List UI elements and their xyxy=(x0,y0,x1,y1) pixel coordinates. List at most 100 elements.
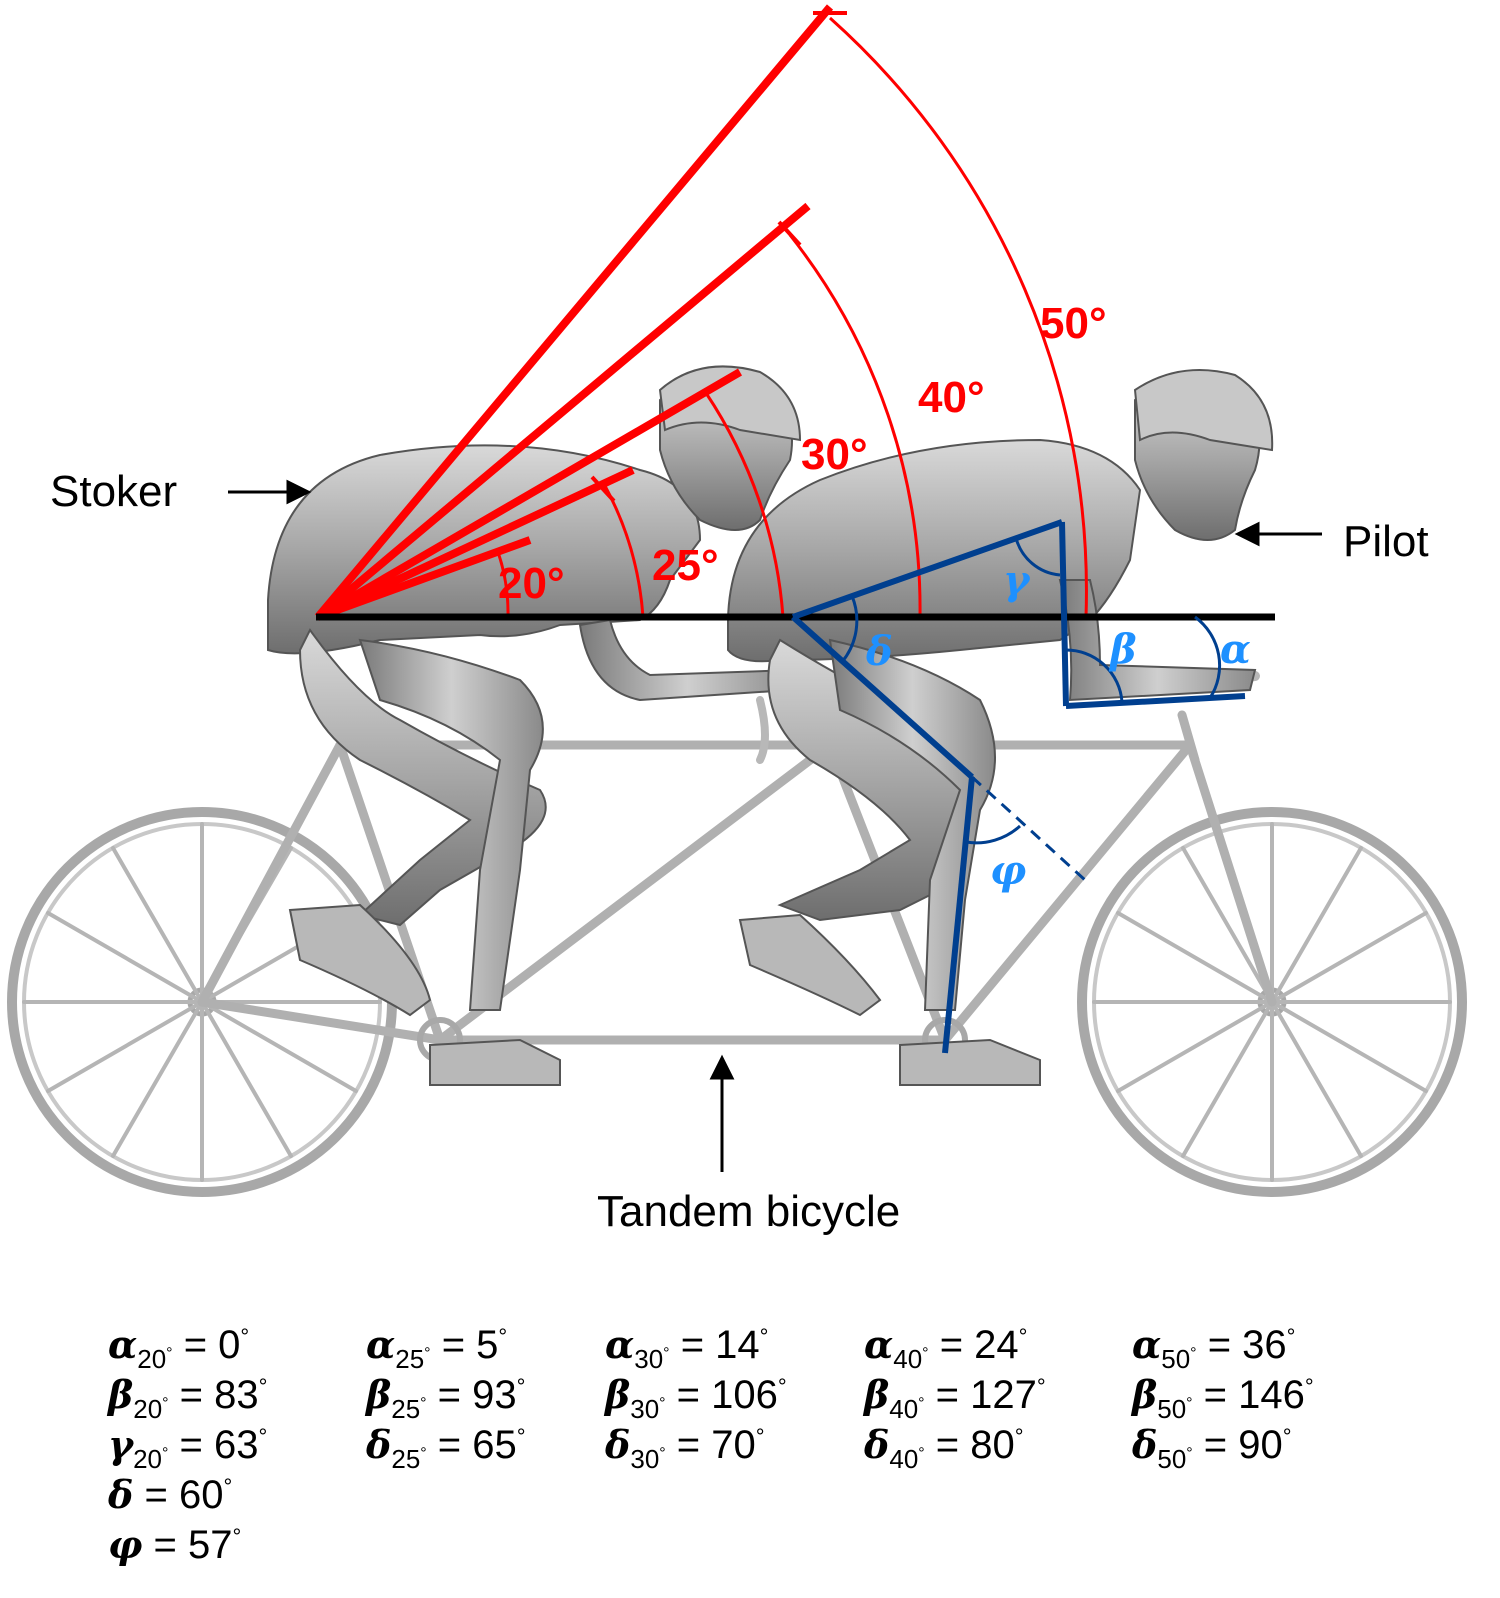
equation-line: φ = 57° xyxy=(108,1522,242,1567)
equation-value: = 65 xyxy=(426,1423,517,1467)
equation-value: = 63 xyxy=(168,1423,259,1467)
equation-line: β30° = 106° xyxy=(605,1372,787,1424)
angle-label-50: 50° xyxy=(1040,299,1107,348)
equation-line: β40° = 127° xyxy=(864,1372,1046,1424)
label-gamma: γ xyxy=(1003,557,1031,604)
label-alpha: α xyxy=(1220,626,1251,673)
equation-value: = 0 xyxy=(172,1323,241,1367)
equation-subscript: 40° xyxy=(889,1444,925,1474)
equation-value: = 5 xyxy=(430,1323,499,1367)
arc-delta xyxy=(840,595,859,663)
front-wheel xyxy=(1077,807,1467,1197)
arc-30 xyxy=(704,392,785,618)
equation-symbol: β xyxy=(108,1372,134,1417)
equation-symbol: β xyxy=(366,1372,392,1417)
pilot-thigh-line xyxy=(791,614,974,780)
equation-subscript: 30° xyxy=(630,1444,666,1474)
equation-symbol: δ xyxy=(605,1422,631,1467)
pilot-shank-line xyxy=(942,776,975,1054)
arc-25 xyxy=(602,483,645,618)
equation-symbol: α xyxy=(864,1322,894,1367)
equation-symbol: δ xyxy=(864,1422,890,1467)
equation-value: = 36 xyxy=(1196,1323,1287,1367)
torso-angle-overlay xyxy=(314,4,1088,621)
equation-subscript: 25° xyxy=(391,1444,427,1474)
pilot-figure xyxy=(727,369,1274,1086)
equation-subscript: 30° xyxy=(634,1344,670,1374)
equation-value: = 146 xyxy=(1192,1373,1305,1417)
equation-line: γ20° = 63° xyxy=(108,1422,268,1474)
equation-column: α30° = 14°β30° = 106°δ30° = 70° xyxy=(605,1320,787,1474)
equation-symbol: δ xyxy=(108,1472,134,1517)
angle-values-table: α20° = 0°β20° = 83°γ20° = 63°δ = 60°φ = … xyxy=(108,1320,1488,1590)
equation-line: δ40° = 80° xyxy=(864,1422,1024,1474)
equation-line: β50° = 146° xyxy=(1132,1372,1314,1424)
arc-gamma xyxy=(1014,537,1061,577)
equation-value: = 93 xyxy=(426,1373,517,1417)
equation-value: = 24 xyxy=(928,1323,1019,1367)
equation-subscript: 20° xyxy=(137,1344,173,1374)
equation-symbol: α xyxy=(108,1322,138,1367)
torso-line-40 xyxy=(315,202,811,621)
equation-subscript: 40° xyxy=(893,1344,929,1374)
joint-angle-overlay xyxy=(791,519,1246,1054)
equation-value: = 106 xyxy=(665,1373,778,1417)
label-beta: β xyxy=(1108,626,1137,673)
stoker-label: Stoker xyxy=(50,467,177,516)
equation-line: δ = 60° xyxy=(108,1472,233,1517)
equation-subscript: 20° xyxy=(133,1444,169,1474)
equation-value: = 70 xyxy=(665,1423,756,1467)
equation-subscript: 50° xyxy=(1161,1344,1197,1374)
equation-value: = 83 xyxy=(168,1373,259,1417)
equation-symbol: β xyxy=(605,1372,631,1417)
equation-line: α30° = 14° xyxy=(605,1322,769,1374)
equation-line: α25° = 5° xyxy=(366,1322,508,1374)
equation-value: = 14 xyxy=(669,1323,760,1367)
stoker-arrow xyxy=(228,479,312,505)
equation-value: = 90 xyxy=(1192,1423,1283,1467)
torso-line-25 xyxy=(316,466,635,621)
equation-value: = 127 xyxy=(924,1373,1037,1417)
equation-symbol: α xyxy=(605,1322,635,1367)
equation-symbol: β xyxy=(1132,1372,1158,1417)
angle-label-30: 30° xyxy=(801,430,868,479)
equation-column: α50° = 36°β50° = 146°δ50° = 90° xyxy=(1132,1320,1314,1474)
arc-phi xyxy=(965,824,1022,845)
angle-label-20: 20° xyxy=(498,559,565,608)
equation-column: α25° = 5°β25° = 93°δ25° = 65° xyxy=(366,1320,526,1474)
angle-label-40: 40° xyxy=(918,373,985,422)
bicycle-arrow xyxy=(709,1054,735,1172)
arc-alpha xyxy=(1194,615,1222,699)
equation-symbol: φ xyxy=(108,1522,143,1567)
equation-symbol: γ xyxy=(108,1422,134,1467)
equation-subscript: 20° xyxy=(133,1394,169,1424)
equation-value: = 80 xyxy=(924,1423,1015,1467)
angle-label-25: 25° xyxy=(652,541,719,590)
equation-column: α40° = 24°β40° = 127°δ40° = 80° xyxy=(864,1320,1046,1474)
equation-subscript: 40° xyxy=(889,1394,925,1424)
equation-symbol: α xyxy=(366,1322,396,1367)
equation-symbol: δ xyxy=(1132,1422,1158,1467)
equation-symbol: δ xyxy=(366,1422,392,1467)
equation-line: δ30° = 70° xyxy=(605,1422,765,1474)
pilot-forearm-line xyxy=(1065,693,1246,709)
equation-symbol: α xyxy=(1132,1322,1162,1367)
equation-line: δ50° = 90° xyxy=(1132,1422,1292,1474)
stoker-figure xyxy=(267,365,802,1086)
arc-50 xyxy=(829,16,1088,618)
equation-value: = 57 xyxy=(142,1523,233,1567)
pilot-arrow xyxy=(1234,521,1322,547)
bicycle xyxy=(7,671,1467,1197)
arc-40 xyxy=(788,234,922,618)
equation-value: = 60 xyxy=(133,1473,224,1517)
pilot-thigh-extension-line xyxy=(970,775,1087,882)
equation-line: β25° = 93° xyxy=(366,1372,526,1424)
equation-symbol: β xyxy=(864,1372,890,1417)
equation-subscript: 25° xyxy=(395,1344,431,1374)
torso-line-30 xyxy=(315,368,743,621)
equation-line: δ25° = 65° xyxy=(366,1422,526,1474)
label-delta: δ xyxy=(865,628,893,675)
equation-line: β20° = 83° xyxy=(108,1372,268,1424)
torso-line-50 xyxy=(314,4,834,620)
